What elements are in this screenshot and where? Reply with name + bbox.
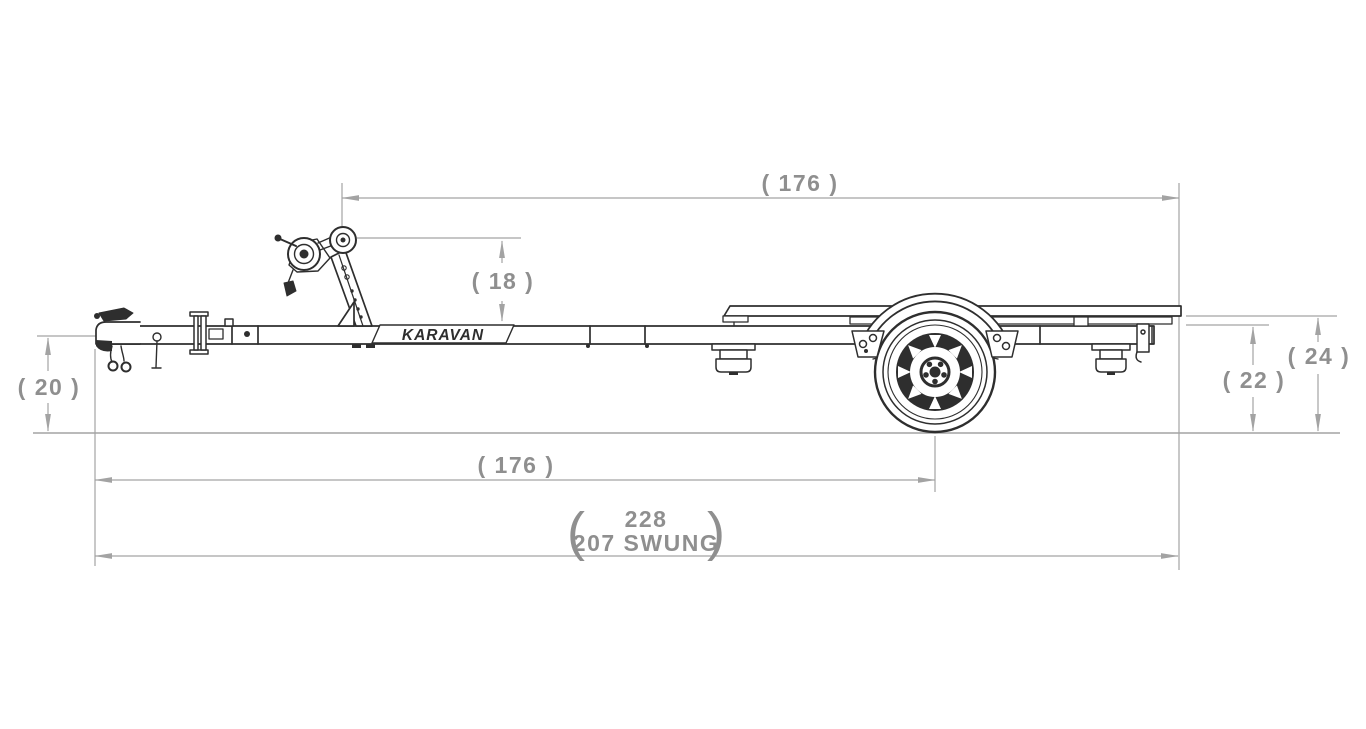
jack-crank [151,332,162,369]
winch [274,226,357,297]
dimension-coupler-height [37,335,96,432]
label-overall-length: 228 [625,506,668,532]
lug-nuts [923,361,947,385]
dimension-winch-height [357,237,521,322]
chain-hook [120,361,132,373]
brand-logo: KARAVAN [402,327,484,344]
dimension-top-length [341,183,1180,570]
spring-hangers [851,330,1019,358]
dimension-lines [33,183,1340,570]
chain-hook [107,360,119,372]
ball-socket [96,340,112,352]
guide-rail [849,316,1173,325]
label-hitch-to-axle: ( 176 ) [478,452,555,478]
dimension-frame-height [1186,324,1269,432]
coupler-latch [98,307,134,322]
rim-vents [898,335,972,409]
overall-paren-open: ( [567,502,585,562]
safety-chain [109,345,113,363]
swing-tongue-hinge [189,311,234,355]
brand-plate: KARAVAN [371,324,515,344]
label-winch-height: ( 18 ) [472,268,535,294]
label-frame-height: ( 22 ) [1223,367,1286,393]
winch-handle [279,238,297,247]
label-bunk-height: ( 24 ) [1288,343,1351,369]
winch-strap [287,269,294,284]
label-top-length: ( 176 ) [762,170,839,196]
strap-hook [283,280,297,297]
dimension-bunk-height [1186,315,1337,432]
winch-post [330,249,375,348]
dimension-labels: ( 176 ) ( 18 ) ( 20 ) ( 22 ) ( 24 ) ( 17… [18,170,1351,562]
overall-paren-close: ) [707,502,725,562]
label-swung-length: 207 SWUNG [573,530,719,556]
rear-frame-end [1135,323,1153,363]
keel-support-front [711,343,756,375]
post-gusset [337,301,355,327]
label-coupler-height: ( 20 ) [18,374,81,400]
safety-chain [120,345,125,362]
wheel [873,310,997,434]
coupler [94,307,141,373]
dimension-hitch-to-axle [94,349,936,566]
keel-support-rear [1091,343,1131,375]
trailer-drawing: KARAVAN [94,226,1182,434]
